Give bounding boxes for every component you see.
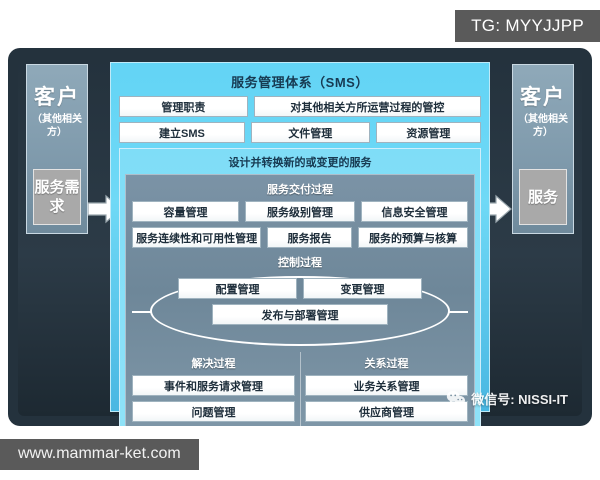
control-connector-right — [448, 311, 468, 313]
relationship-row-1: 业务关系管理 — [305, 375, 468, 396]
right-customer-title: 客户 — [520, 86, 566, 109]
right-customer-column: 客户 （其他相关方） 服务 — [512, 64, 574, 234]
sms-row-2: 建立SMS 文件管理 资源管理 — [119, 122, 481, 143]
left-customer-subtitle: （其他相关方） — [32, 114, 82, 138]
box-incident-service-request[interactable]: 事件和服务请求管理 — [132, 375, 295, 396]
resolution-row-2: 问题管理 — [132, 401, 295, 422]
column-divider — [300, 352, 301, 426]
box-establish-sms[interactable]: 建立SMS — [119, 122, 245, 143]
control-connector-left — [132, 311, 152, 313]
service-delivery-title: 服务交付过程 — [267, 184, 333, 196]
process-panel: 服务交付过程 容量管理 服务级别管理 信息安全管理 服务连续性和可用性管理 服务… — [125, 174, 475, 426]
url-banner: www.mammar-ket.com — [0, 439, 199, 470]
service-output-box: 服务 — [519, 169, 567, 225]
left-customer-title: 客户 — [34, 86, 80, 109]
wechat-icon — [447, 391, 466, 407]
box-resource-management[interactable]: 资源管理 — [375, 122, 481, 143]
design-transition-band: 设计并转换新的或变更的服务 服务交付过程 容量管理 服务级别管理 信息安全管理 … — [119, 148, 481, 426]
sms-panel: 服务管理体系（SMS） 管理职责 对其他相关方所运营过程的管控 建立SMS 文件… — [110, 62, 490, 426]
box-document-management[interactable]: 文件管理 — [250, 122, 370, 143]
box-capacity-management[interactable]: 容量管理 — [132, 201, 239, 222]
control-row-2: 发布与部署管理 — [178, 304, 422, 325]
control-process-group: 配置管理 变更管理 发布与部署管理 — [132, 276, 468, 350]
box-service-reporting[interactable]: 服务报告 — [267, 227, 352, 248]
box-service-level-management[interactable]: 服务级别管理 — [244, 201, 356, 222]
control-process-boxes: 配置管理 变更管理 发布与部署管理 — [132, 278, 468, 325]
service-requirement-box: 服务需求 — [33, 169, 81, 225]
box-service-budgeting-accounting[interactable]: 服务的预算与核算 — [357, 227, 469, 248]
wechat-watermark: 微信号: NISSI-IT — [446, 389, 568, 408]
control-row-1: 配置管理 变更管理 — [178, 278, 422, 299]
sms-row-1: 管理职责 对其他相关方所运营过程的管控 — [119, 96, 481, 117]
diagram-frame: 客户 （其他相关方） 服务需求 客户 （其他相关方） 服务 服务管理体系（SMS… — [8, 48, 592, 426]
box-service-continuity-availability[interactable]: 服务连续性和可用性管理 — [132, 227, 262, 248]
relationship-row-2: 供应商管理 — [305, 401, 468, 422]
box-business-relationship-management[interactable]: 业务关系管理 — [305, 375, 468, 396]
delivery-row-1: 容量管理 服务级别管理 信息安全管理 — [132, 201, 468, 222]
box-configuration-management[interactable]: 配置管理 — [178, 278, 297, 299]
box-supplier-management[interactable]: 供应商管理 — [305, 401, 468, 422]
resolution-row-1: 事件和服务请求管理 — [132, 375, 295, 396]
control-process-title: 控制过程 — [278, 257, 322, 269]
right-customer-subtitle: （其他相关方） — [518, 114, 568, 138]
resolution-process-title: 解决过程 — [191, 358, 236, 370]
relationship-process-column: 关系过程 业务关系管理 供应商管理 — [305, 354, 468, 426]
box-management-responsibility[interactable]: 管理职责 — [119, 96, 248, 117]
left-customer-column: 客户 （其他相关方） 服务需求 — [26, 64, 88, 234]
box-release-deployment-management[interactable]: 发布与部署管理 — [212, 304, 388, 325]
relationship-process-title: 关系过程 — [364, 358, 409, 370]
bottom-process-columns: 解决过程 事件和服务请求管理 问题管理 关系过程 业务关系管理 — [132, 352, 468, 426]
box-information-security-management[interactable]: 信息安全管理 — [361, 201, 468, 222]
wechat-id-text: 微信号: NISSI-IT — [471, 392, 568, 407]
box-other-party-control[interactable]: 对其他相关方所运营过程的管控 — [253, 96, 481, 117]
resolution-process-column: 解决过程 事件和服务请求管理 问题管理 — [132, 354, 295, 426]
design-transition-title: 设计并转换新的或变更的服务 — [228, 157, 372, 169]
box-problem-management[interactable]: 问题管理 — [132, 401, 295, 422]
tg-badge: TG: MYYJJPP — [455, 10, 600, 42]
diagram-inner: 客户 （其他相关方） 服务需求 客户 （其他相关方） 服务 服务管理体系（SMS… — [18, 58, 582, 426]
sms-title: 服务管理体系（SMS） — [231, 75, 369, 90]
delivery-row-2: 服务连续性和可用性管理 服务报告 服务的预算与核算 — [132, 227, 469, 248]
box-change-management[interactable]: 变更管理 — [303, 278, 422, 299]
